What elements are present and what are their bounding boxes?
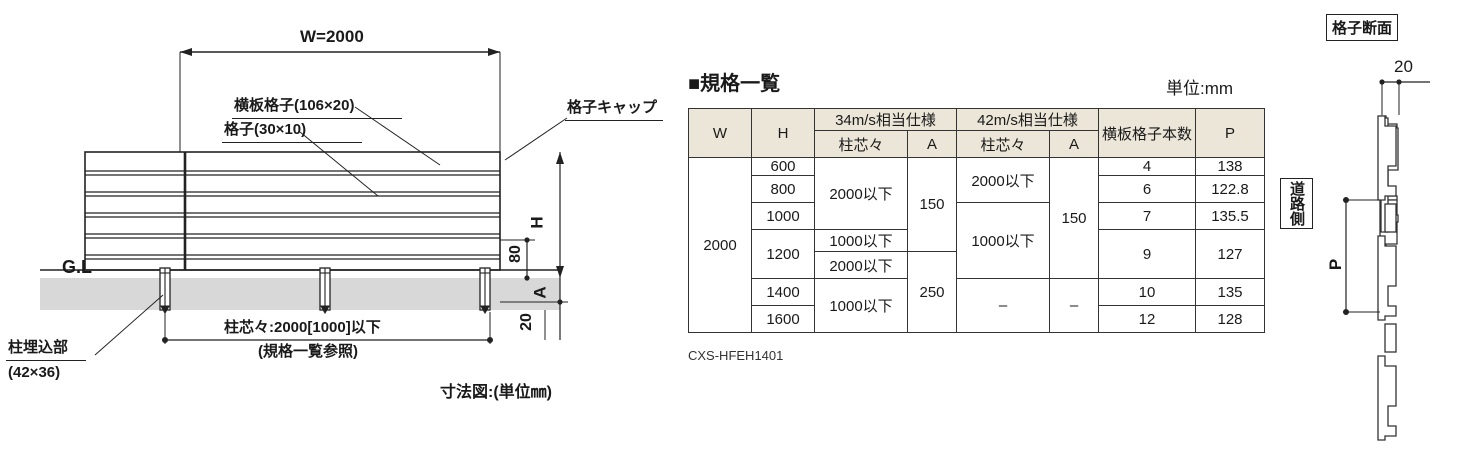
dim-a-label: A bbox=[530, 286, 550, 299]
drawing-caption: 寸法図:(単位㎜) bbox=[440, 384, 552, 401]
th-count: 横板格子本数 bbox=[1098, 108, 1196, 158]
table-row: 1600 12 128 bbox=[689, 305, 1265, 333]
th-p: P bbox=[1195, 108, 1265, 158]
spec-table-head: W H 34m/s相当仕様 42m/s相当仕様 横板格子本数 P 柱芯々 A 柱… bbox=[688, 108, 1265, 158]
td-a34: 250 bbox=[907, 251, 957, 333]
width-dimension-label: W=2000 bbox=[300, 27, 364, 46]
table-row: 800 6 122.8 bbox=[689, 175, 1265, 203]
td-count: 4 bbox=[1098, 157, 1196, 176]
ground-line-label: G.L bbox=[62, 257, 92, 277]
th-h: H bbox=[751, 108, 815, 158]
td-pitch34: 1000以下 bbox=[814, 229, 908, 252]
th-a-42: A bbox=[1049, 130, 1099, 158]
section-dim-20-label: 20 bbox=[1394, 57, 1413, 76]
td-a42: 150 bbox=[1049, 157, 1099, 279]
th-pitch-42: 柱芯々 bbox=[956, 130, 1050, 158]
label-cap: 格子キャップ bbox=[567, 99, 658, 116]
td-h: 1200 bbox=[751, 229, 815, 279]
td-p: 138 bbox=[1195, 157, 1265, 176]
table-row: 2000 600 2000以下 150 2000以下 150 4 138 bbox=[688, 157, 1265, 333]
td-h: 1600 bbox=[751, 305, 815, 333]
td-h: 1000 bbox=[751, 202, 815, 230]
td-count: 10 bbox=[1098, 278, 1196, 306]
spec-heading: ■規格一覧 bbox=[688, 73, 781, 95]
label-cap-underline bbox=[565, 120, 663, 121]
label-post-embed-underline bbox=[6, 360, 86, 361]
header-row-1: W H 34m/s相当仕様 42m/s相当仕様 横板格子本数 P bbox=[688, 108, 1265, 158]
label-lattice-underline bbox=[222, 142, 362, 143]
label-post-embed-size: (42×36) bbox=[8, 364, 61, 381]
dim-80-label: 80 bbox=[506, 245, 524, 263]
td-p: 122.8 bbox=[1195, 175, 1265, 203]
label-slat-underline bbox=[232, 118, 402, 119]
elevation-vector bbox=[40, 48, 568, 356]
td-pitch42: – bbox=[956, 278, 1050, 333]
td-h: 600 bbox=[751, 157, 815, 176]
spec-table-body: 2000 600 2000以下 150 2000以下 150 4 138 800… bbox=[688, 157, 1265, 333]
table-row: 1000 1000以下 7 135.5 bbox=[689, 202, 1265, 279]
td-p: 127 bbox=[1195, 229, 1265, 279]
td-p: 135.5 bbox=[1195, 202, 1265, 230]
dim-h-label: H bbox=[527, 216, 547, 229]
td-pitch34: 1000以下 bbox=[814, 278, 908, 333]
label-slat: 横板格子(106×20) bbox=[234, 97, 355, 114]
post-pitch-note: (規格一覧参照) bbox=[258, 343, 358, 360]
td-a34: 150 bbox=[907, 157, 957, 252]
label-post-embed: 柱埋込部 bbox=[8, 339, 69, 356]
label-lattice: 格子(30×10) bbox=[224, 121, 307, 138]
th-spec42: 42m/s相当仕様 bbox=[956, 108, 1099, 131]
part-code: CXS-HFEH1401 bbox=[688, 348, 784, 363]
td-pitch42: 1000以下 bbox=[956, 202, 1050, 279]
road-side-label: 道路側 bbox=[1280, 178, 1313, 229]
th-pitch-34: 柱芯々 bbox=[814, 130, 908, 158]
elevation-drawing: W=2000 bbox=[0, 0, 680, 451]
td-p: 128 bbox=[1195, 305, 1265, 333]
td-h: 800 bbox=[751, 175, 815, 203]
th-spec34: 34m/s相当仕様 bbox=[814, 108, 957, 131]
table-row: 2000以下 250 bbox=[689, 251, 1265, 333]
section-title: 格子断面 bbox=[1326, 14, 1399, 41]
spec-unit-note: 単位:mm bbox=[1166, 79, 1234, 98]
section-vector bbox=[1343, 79, 1430, 441]
td-h: 1400 bbox=[751, 278, 815, 306]
th-a-34: A bbox=[907, 130, 957, 158]
dim-20-label: 20 bbox=[517, 313, 535, 331]
td-count: 12 bbox=[1098, 305, 1196, 333]
td-pitch42: 2000以下 bbox=[956, 157, 1050, 203]
td-p: 135 bbox=[1195, 278, 1265, 306]
td-pitch34: 2000以下 bbox=[814, 251, 908, 279]
td-a42: – bbox=[1049, 278, 1099, 333]
post-pitch-label: 柱芯々:2000[1000]以下 bbox=[224, 319, 381, 336]
lattice-section-drawing: 格子断面 20 道路側 P bbox=[1268, 0, 1466, 451]
td-pitch34: 2000以下 bbox=[814, 157, 908, 230]
spec-table: W H 34m/s相当仕様 42m/s相当仕様 横板格子本数 P 柱芯々 A 柱… bbox=[688, 108, 1265, 333]
td-count: 7 bbox=[1098, 202, 1196, 230]
td-count: 6 bbox=[1098, 175, 1196, 203]
th-w: W bbox=[688, 108, 752, 158]
td-w-value: 2000 bbox=[688, 157, 752, 333]
spec-table-wrapper: W H 34m/s相当仕様 42m/s相当仕様 横板格子本数 P 柱芯々 A 柱… bbox=[688, 108, 1265, 333]
table-row: 1400 1000以下 – – 10 135 bbox=[689, 278, 1265, 333]
td-count: 9 bbox=[1098, 229, 1196, 279]
